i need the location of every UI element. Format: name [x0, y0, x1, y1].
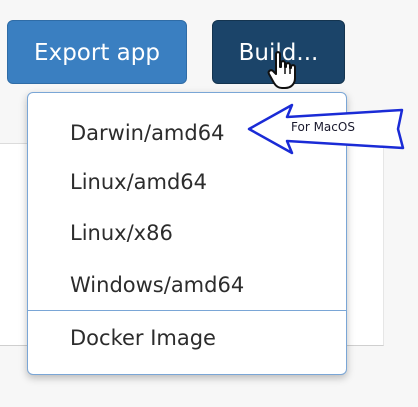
export-app-button[interactable]: Export app [7, 20, 187, 84]
menu-item-docker-image[interactable]: Docker Image [70, 326, 216, 350]
menu-item-linux-x86[interactable]: Linux/x86 [70, 221, 173, 245]
arrow-left-icon [247, 103, 405, 155]
menu-divider [28, 310, 346, 311]
menu-item-linux-amd64[interactable]: Linux/amd64 [70, 170, 208, 194]
callout-label: For MacOS [291, 120, 355, 134]
menu-item-windows-amd64[interactable]: Windows/amd64 [70, 273, 245, 297]
menu-item-darwin-amd64[interactable]: Darwin/amd64 [70, 121, 225, 145]
hand-pointer-icon [267, 51, 296, 89]
